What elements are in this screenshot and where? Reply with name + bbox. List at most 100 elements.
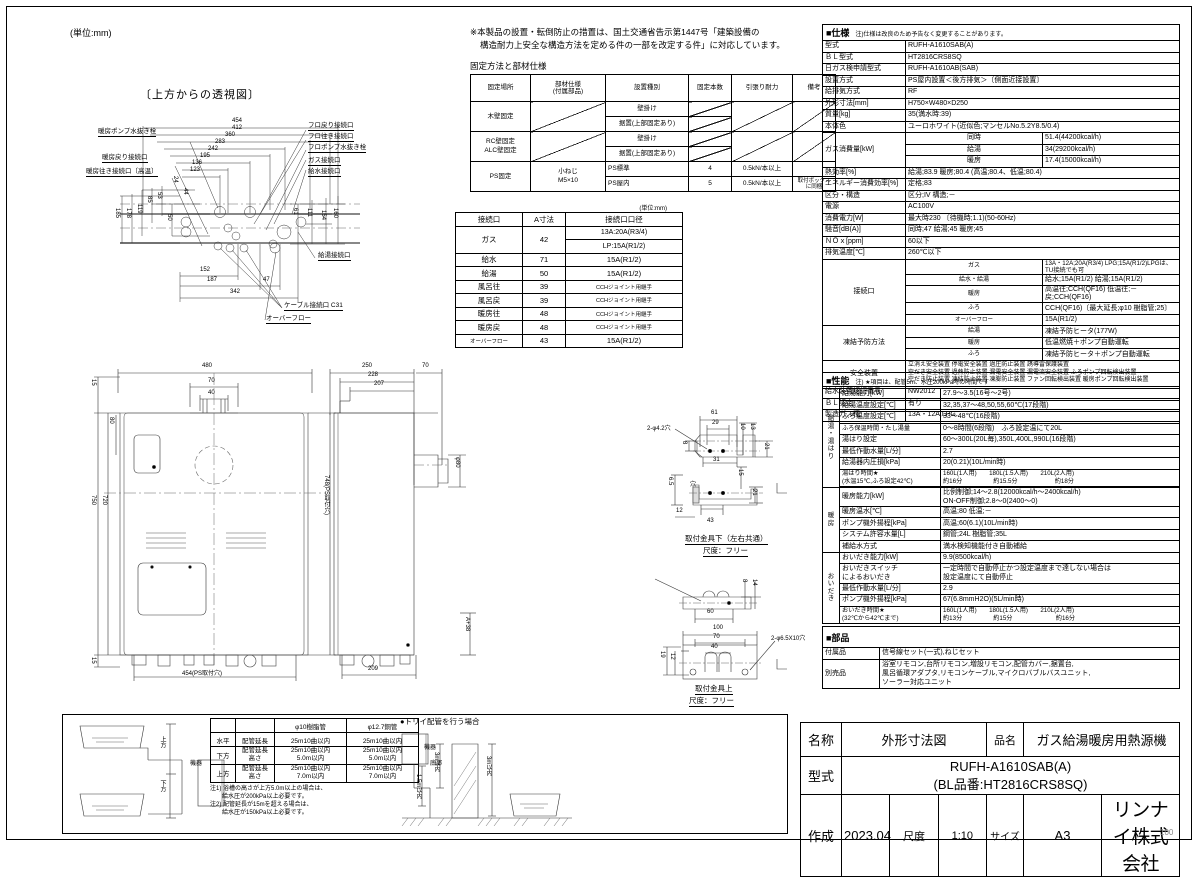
drain-v1-d: 25m10曲以内 5.0m以内 (274, 746, 347, 765)
conn-dia-heat-out: CCHジョイント用継手 (565, 306, 683, 321)
perf-r-label-4a: おいだき時間★ (842, 606, 885, 614)
bracket-upper-title: 取付金具上 (695, 684, 733, 695)
spec-value-0: RUFH-A1610SAB(A) (905, 40, 1180, 53)
table-row: PS固定 小ねじ M5×10 PS標準 4 0.5kN/本以上 (470, 161, 836, 192)
fix-th-part: 部材仕様 (付属部品) (530, 74, 606, 102)
drain-dir-h: 水平 (210, 732, 236, 747)
performance-table: 給 湯 ・ 湯 は り 給湯能力[kW] 27.9～3.5(16号～2号) 給湯… (822, 388, 1180, 624)
bracket-lower-scale: 尺度：フリー (703, 546, 748, 557)
table-row: 付属品 信号線セット(一式),ねじセット (822, 647, 1180, 660)
label-bottom: 底部 (430, 761, 443, 767)
spec-value-17: 60以下 (905, 235, 1180, 248)
conn-th-a: A寸法 (522, 212, 566, 227)
table-row: システム許容水量[L]鋼管;24L 樹脂管;35L (823, 528, 1180, 542)
fix-th-type: 設置種別 (605, 74, 689, 102)
dim-13: 13 (749, 423, 755, 430)
dim-15-bottom: 15 (90, 657, 96, 664)
fix-part-screw: 小ねじ M5×10 (530, 161, 606, 192)
table-row: 給湯温度設定[℃]32,35,37～48,50,55,60℃(17段階) (823, 399, 1180, 412)
spec-freeze-sub-0: 給湯 (905, 325, 1043, 338)
trap-title: ●トリイ配管を行う場合 (400, 717, 480, 726)
perf-value-7b: 約16分 約15.5分 約18分 (943, 477, 1074, 485)
perf-r-label-4: おいだき時間★ (32℃から42℃まで) (839, 605, 941, 624)
fix-place-rc-b: ALC壁固定 (484, 146, 517, 154)
side-view: 250 228 207 70 φ80 209 A+38 (320, 355, 480, 690)
drain-v1-u-b: 7.0m以内 (296, 773, 325, 781)
table-header-row: 接続口 A寸法 接続口口径 (455, 212, 683, 227)
fix-qty-4: 4 (688, 161, 732, 177)
spec-value-16: 同時;47 給湯;45 暖房;45 (905, 224, 1180, 237)
notice-line-1: ※本製品の設置・転倒防止の措置は、国土交通省告示第1447号「建築設備の (470, 27, 760, 37)
dim-750: 750 (90, 495, 96, 506)
spec-value-10: 17.4(15000kcal/h) (1042, 155, 1180, 168)
label-heating-pump-drain: 暖房ポンプ水抜き栓 (98, 128, 157, 138)
fix-place-wood: 木壁固定 (470, 101, 531, 132)
dim-70-side: 70 (422, 363, 429, 369)
spec-label-14: 電源 (822, 201, 906, 214)
drain-note-1: 注1) 浴槽の高さが上方5.0m以上の場合は、 (210, 785, 327, 792)
conn-th-dia: 接続口口径 (565, 212, 683, 227)
drain-v1-u: 25m10曲以内 7.0m以内 (274, 763, 347, 783)
conn-name-bath-in: 風呂戻 (455, 293, 523, 308)
perf-label-4: 湯はり設定 (839, 434, 941, 447)
dim-160: 160 (332, 208, 338, 219)
drain-v2-u-a: 25m10曲以内 (362, 764, 403, 772)
table-row: 補給水方式満水検知機能付き自動補給 (823, 540, 1180, 553)
perf-label-5: 最低作動水量[L/分] (839, 445, 941, 458)
spec-label-13: 区分・構造 (822, 189, 906, 202)
perf-g1-c5: り (827, 452, 835, 460)
fix-qty-empty-3 (688, 131, 732, 147)
table-row: 据置(上部固定あり) (471, 146, 836, 162)
spec-conn-group: 接続口 (822, 258, 906, 327)
spec-freeze-value-2: 凍結予防ヒータ＋ポンプ自動運転 (1042, 348, 1180, 361)
dim-21a: 21 (763, 443, 769, 450)
spec-value-9: 34(29200kcal/h) (1042, 143, 1180, 156)
fix-type-stand-1: 据置(上部固定あり) (605, 116, 689, 132)
fix-th-force: 引張り耐力 (731, 74, 793, 102)
spec-label-17: ＮＯｘ[ppm] (822, 235, 906, 248)
perf-group-hotwater: 給 湯 ・ 湯 は り (822, 388, 840, 488)
title-created-label: 作成 (800, 794, 842, 877)
table-row: 別売品 浴室リモコン,台所リモコン,増設リモコン,配管カバー,据置台, 風呂循環… (822, 658, 1180, 689)
table-row: 下方 配管延長 高さ 25m10曲以内 5.0m以内 25m10曲以内 5.0m… (210, 746, 419, 765)
bracket-lower-detail: 61 29 31 8 10 13 21 15 6.5 12 43 21 穴 2-… (645, 405, 820, 570)
conn-dia-gas-1: 13A:20A(R3/4) (565, 225, 683, 240)
spec-label-1: ＢＬ型式 (822, 51, 906, 64)
table-row: 最低作動水量[L/分]2.9 (823, 582, 1180, 595)
fix-place-ps: PS固定 (470, 161, 531, 192)
spec-conn-value-1: 給水;15A(R1/2) 給湯;15A(R1/2) (1042, 273, 1180, 287)
dim-136: 136 (192, 160, 203, 166)
perf-group-heating: 暖 房 (822, 486, 840, 553)
fix-force-2: 0.5kN/本以上 (731, 176, 793, 192)
drain-item-u-b: 高さ (248, 773, 262, 781)
perf-g1-c3: 湯 (827, 437, 835, 445)
title-model-value: RUFH-A1610SAB(A) (BL品番:HT2816CRS8SQ) (841, 756, 1180, 795)
fix-th-place: 固定場所 (470, 74, 531, 102)
dim-61: 61 (292, 208, 298, 215)
perf-g3-c2: だ (827, 587, 835, 595)
dim-24: 24 (172, 176, 178, 183)
conn-name-heat-out: 暖房往 (455, 306, 523, 321)
conn-dia-water: 15A(R1/2) (565, 252, 683, 267)
spec-freeze-value-1: 低温燃焼＋ポンプ自動運転 (1042, 336, 1180, 350)
perf-h-label-1: 暖房温水[℃] (839, 505, 941, 519)
title-block-table: 名称 外形寸法図 品名 ガス給湯暖房用熱源機 型式 RUFH-A1610SAB(… (800, 722, 1180, 877)
table-row: 型式 RUFH-A1610SAB(A) (BL品番:HT2816CRS8SQ) (800, 756, 1180, 795)
table-row: 排気温度[℃]260℃以下 (822, 247, 1180, 260)
conn-th-port: 接続口 (455, 212, 523, 227)
title-model-label: 型式 (800, 756, 842, 795)
drain-section (62, 714, 788, 834)
conn-name-hot: 給湯 (455, 266, 523, 281)
label-cable-port: ケーブル接続口 C31 (284, 302, 343, 312)
perf-label-3: ふろ保温時間・たし湯量 (839, 422, 941, 435)
spec-freeze-group: 凍結予防方法 (822, 325, 906, 361)
dim-8: 8 (681, 441, 687, 445)
spec-safety-line-2: 空だき防止装置 凍結防止装置 凍膨防止装置 ファン回転検出装置 暖房ポンプ回転検… (908, 377, 1149, 384)
bracket-lower-drawing (671, 416, 787, 518)
parts-table: 付属品 信号線セット(一式),ねじセット 別売品 浴室リモコン,台所リモコン,増… (822, 647, 1180, 689)
